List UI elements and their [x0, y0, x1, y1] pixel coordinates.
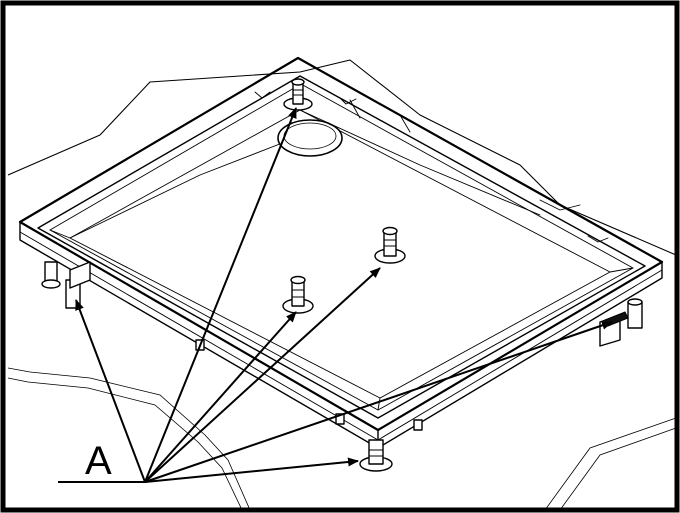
foot-front: [359, 439, 393, 472]
foot-center-right: [374, 226, 406, 264]
callout-arrows: [75, 107, 613, 483]
callout-label: A: [85, 439, 112, 483]
drain-hole: [277, 119, 343, 157]
foot-back: [283, 78, 313, 111]
foot-right-corner: [599, 298, 643, 347]
shower-tray: [18, 56, 664, 449]
floor-outline: [7, 59, 677, 511]
foot-center-left: [282, 275, 314, 314]
foot-left-corner: [41, 261, 91, 309]
